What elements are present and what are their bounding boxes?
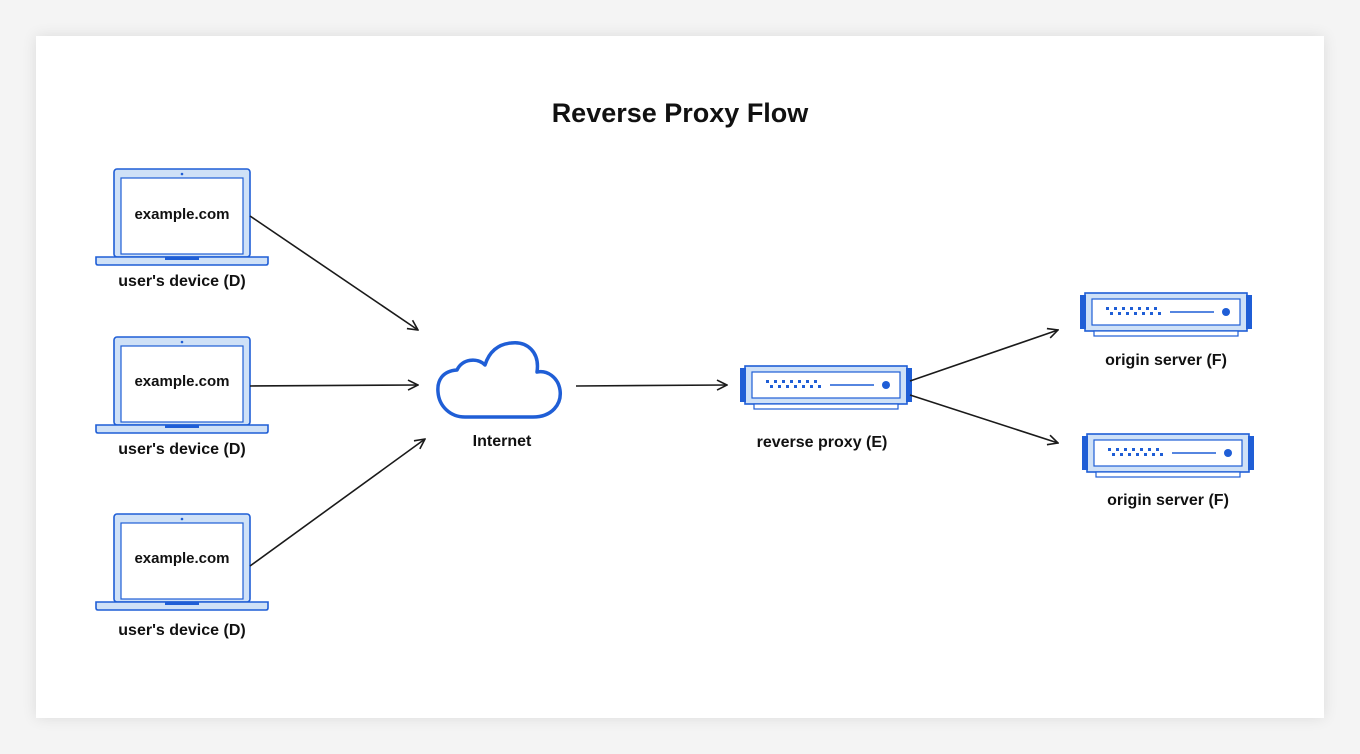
device-label: user's device (D) xyxy=(118,622,246,639)
reverse-proxy-server-icon xyxy=(739,365,913,410)
internet-label: Internet xyxy=(472,433,532,450)
arrow-device-to-internet xyxy=(249,385,418,386)
reverse-proxy-label: reverse proxy (E) xyxy=(756,434,888,451)
arrow-device-to-internet xyxy=(249,215,418,330)
device-screen-text: example.com xyxy=(134,550,230,567)
cloud-icon xyxy=(436,341,562,419)
device-label: user's device (D) xyxy=(118,273,246,290)
origin-server-label: origin server (F) xyxy=(1105,352,1227,369)
device-screen-text: example.com xyxy=(134,373,230,390)
origin-server-icon xyxy=(1079,292,1253,337)
origin-server-label: origin server (F) xyxy=(1107,492,1229,509)
diagram-title: Reverse Proxy Flow xyxy=(551,98,809,128)
arrow-proxy-to-origin xyxy=(909,330,1058,382)
arrow-internet-to-proxy xyxy=(575,385,727,386)
origin-server-icon xyxy=(1081,433,1255,478)
arrow-device-to-internet xyxy=(249,439,425,567)
device-label: user's device (D) xyxy=(118,441,246,458)
device-screen-text: example.com xyxy=(134,206,230,223)
arrow-proxy-to-origin xyxy=(909,394,1058,443)
